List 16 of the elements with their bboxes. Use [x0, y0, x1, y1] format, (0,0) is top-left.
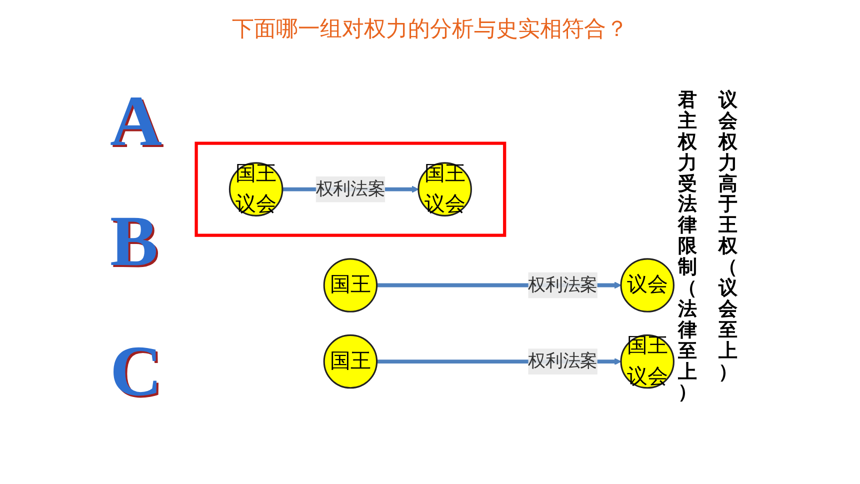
node-circle: 国王 [323, 258, 378, 312]
option-letter: A [110, 80, 162, 163]
node-circle: 国王 议会 [418, 162, 472, 216]
node-circle: 国王 议会 [620, 334, 674, 388]
node-circle: 国王 议会 [228, 162, 284, 216]
edge-label: 权利法案 [316, 179, 386, 199]
vertical-note: 议会权力高于王权（议会至上） [716, 90, 739, 382]
cluster [194, 141, 506, 237]
vertical-note: 君主权力受法律限制（法律至上） [676, 90, 698, 404]
node-circle: 国王 [323, 334, 378, 388]
option-letter: B [110, 200, 158, 283]
edge-label: 权利法案 [528, 351, 598, 372]
node-circle: 议会 [620, 258, 674, 312]
option-letter: C [110, 330, 162, 413]
question-title: 下面哪一组对权力的分析与史实相符合？ [231, 16, 629, 44]
edge-label: 权利法案 [528, 275, 598, 295]
